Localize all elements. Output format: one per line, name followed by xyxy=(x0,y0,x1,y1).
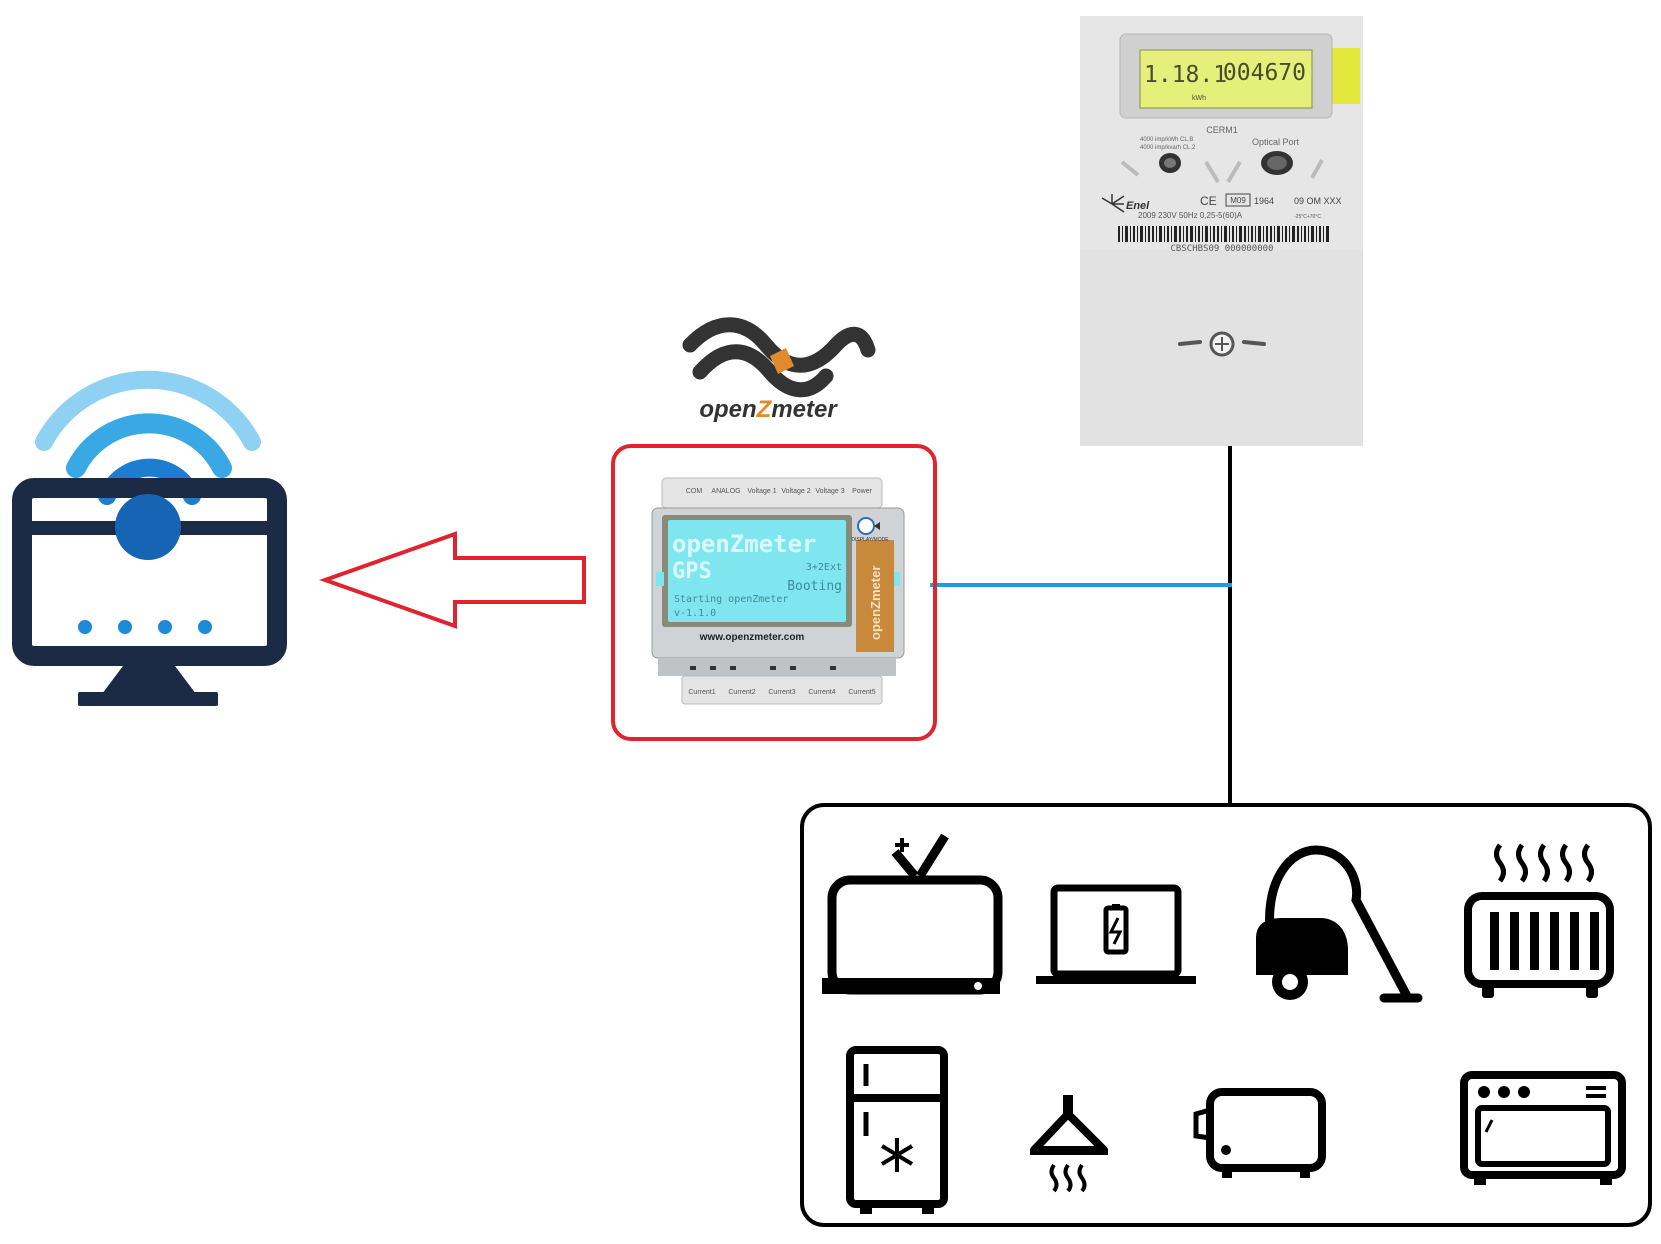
device-footer-url: www.openzmeter.com xyxy=(699,632,805,643)
seal-screw-icon xyxy=(1178,331,1266,357)
meter-const-2: 4000 imp/kvarh CL.2 xyxy=(1140,145,1196,151)
meter-const-1: 4000 imp/kWh CL.B xyxy=(1140,137,1193,143)
top-terminal-label: Voltage 3 xyxy=(815,488,844,495)
meter-model: CERM1 xyxy=(1206,125,1238,135)
display-mode-label: DISPLAY/MODE xyxy=(851,537,889,543)
fridge-icon xyxy=(846,1046,948,1214)
bottom-terminal-label: Current3 xyxy=(768,689,795,696)
meter-lcd xyxy=(1139,49,1313,109)
meter-display-code: 1.18.1 xyxy=(1144,62,1227,88)
meter-om-code: 09 OM XXX xyxy=(1294,196,1342,206)
device-side-label: openZmeter xyxy=(868,566,883,640)
bottom-terminal-label: Current1 xyxy=(688,689,715,696)
top-terminal-label: Voltage 2 xyxy=(781,488,810,495)
lcd-line1: Starting openZmeter xyxy=(674,594,788,605)
lcd-model: GPS xyxy=(672,559,712,584)
meter-maker: Enel xyxy=(1126,200,1150,212)
meter-serial: CBSCHBS09 000000000 xyxy=(1171,244,1274,254)
lcd-variant: 3+2Ext xyxy=(806,562,842,573)
radiator-icon xyxy=(1464,843,1614,998)
appliances-panel xyxy=(800,803,1652,1227)
oven-icon xyxy=(1460,1071,1626,1185)
bottom-terminal-label: Current2 xyxy=(728,689,755,696)
openzmeter-device[interactable]: COM ANALOG Voltage 1 Voltage 2 Voltage 3… xyxy=(651,477,905,705)
meter-display-unit: kWh xyxy=(1192,95,1206,102)
toaster-icon xyxy=(1193,1088,1326,1178)
meter-temp-range: -25°C+70°C xyxy=(1294,214,1321,220)
vacuum-cleaner-icon xyxy=(1256,845,1423,1003)
lcd-title: openZmeter xyxy=(672,530,817,558)
meter-year-code: 1964 xyxy=(1254,196,1274,206)
meter-barcode xyxy=(1118,226,1329,242)
meter-rating: 2009 230V 50Hz 0,25-5(60)A xyxy=(1138,211,1243,220)
meter-optical-port-label: Optical Port xyxy=(1252,137,1300,147)
bottom-terminal-label: Current4 xyxy=(808,689,835,696)
enel-logo-icon xyxy=(1101,194,1125,213)
logo-wordmark: openZmeter xyxy=(699,396,838,423)
data-flow-arrow xyxy=(319,531,586,629)
lcd-status: Booting xyxy=(787,579,842,594)
top-terminal-label: ANALOG xyxy=(711,488,740,495)
tv-icon xyxy=(822,833,1003,995)
meter-m-mark: M09 xyxy=(1230,196,1246,205)
extractor-hood-icon xyxy=(1030,1095,1108,1193)
top-terminal-label: COM xyxy=(686,488,703,495)
openzmeter-logo: openZmeter xyxy=(682,317,876,423)
lcd-line2: v-1.1.0 xyxy=(674,608,716,619)
meter-ce-mark: CE xyxy=(1200,194,1217,208)
monitor-wifi-icon xyxy=(12,370,287,706)
display-mode-button[interactable] xyxy=(857,517,875,535)
device-lcd xyxy=(668,520,846,622)
top-terminal-label: Power xyxy=(852,488,873,495)
smart-meter: 1.18.1 004670 kWh CERM1 4000 imp/kWh CL.… xyxy=(1080,16,1363,446)
laptop-icon xyxy=(1036,884,1196,984)
bottom-terminal-label: Current5 xyxy=(848,689,875,696)
top-terminal-label: Voltage 1 xyxy=(747,488,776,495)
meter-display-value: 004670 xyxy=(1223,60,1306,86)
device-highlight-box xyxy=(611,444,937,741)
